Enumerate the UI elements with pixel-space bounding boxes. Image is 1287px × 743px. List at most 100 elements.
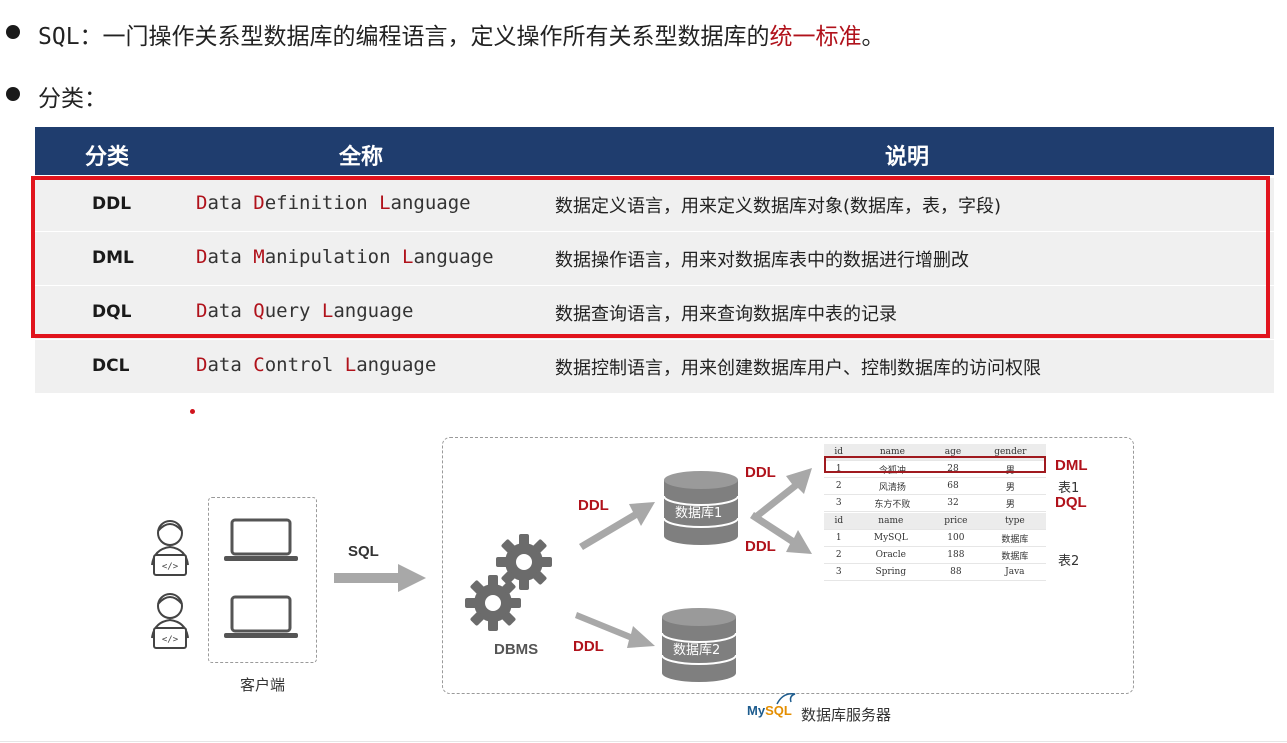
fullname-rest: anguage — [356, 354, 437, 376]
ddl-arrow-db1 — [579, 502, 655, 550]
laptop-icon — [224, 518, 298, 561]
fullname-initial: Q — [253, 300, 265, 322]
mini-table-cell: 3 — [824, 563, 854, 581]
fullname-initial: L — [379, 192, 391, 214]
table1-label: 表1 — [1058, 481, 1080, 496]
database1-label: 数据库1 — [675, 506, 723, 521]
mini-table-header: price — [928, 513, 984, 530]
fullname-rest: uery — [264, 300, 311, 322]
mini-table-cell: 3 — [824, 494, 854, 512]
mini-table-cell: 32 — [931, 494, 975, 512]
fullname-initial: D — [253, 192, 265, 214]
dbms-label: DBMS — [494, 641, 539, 658]
fullname-initial: M — [253, 246, 265, 268]
fullname-initial: L — [321, 300, 334, 322]
mini-table-cell: 68 — [931, 477, 975, 495]
fullname-rest: ata — [207, 354, 242, 376]
ddl-label: DDL — [573, 638, 604, 655]
gear-icon — [465, 575, 521, 631]
row-abbreviation: DCL — [92, 356, 130, 376]
client-box — [208, 497, 317, 663]
mini-table-cell: 2 — [824, 477, 854, 495]
mini-table-header: type — [983, 513, 1046, 530]
mini-table-cell: 100 — [928, 529, 984, 547]
server-label: 数据库服务器 — [801, 706, 892, 724]
fullname-initial: D — [196, 246, 208, 268]
sql-definition-line: SQL：一门操作关系型数据库的编程语言，定义操作所有关系型数据库的统一标准。 — [38, 17, 885, 51]
fullname-initial: D — [196, 192, 208, 214]
fullname-initial: D — [196, 354, 208, 376]
header-fullname: 全称 — [339, 145, 384, 170]
row-abbreviation: DML — [92, 248, 134, 268]
mini-table-cell: 东方不败 — [853, 494, 932, 512]
bullet-dot — [6, 25, 20, 39]
database-icon — [663, 471, 739, 545]
mini-table-cell: 数据库 — [983, 546, 1046, 564]
mini-table-cell: MySQL — [853, 529, 928, 547]
mini-table-header: id — [824, 513, 854, 530]
sql-highlight-text: 统一标准 — [769, 24, 862, 50]
fullname-rest: ata — [207, 246, 242, 268]
row-abbreviation: DDL — [92, 194, 132, 214]
mini-table-cell: 男 — [974, 477, 1046, 495]
gear-icon — [496, 534, 552, 590]
mini-table-header: name — [853, 513, 928, 530]
header-description: 说明 — [885, 145, 930, 170]
row-fullname: Data Manipulation Language — [196, 246, 494, 268]
category-label: 分类： — [38, 86, 107, 112]
sql-arrow-label: SQL — [348, 543, 379, 560]
mini-table-cell: 28 — [931, 460, 975, 478]
fullname-initial: D — [196, 300, 208, 322]
fullname-initial: L — [344, 354, 357, 376]
mini-table-cell: 2 — [824, 546, 854, 564]
dql-label: DQL — [1055, 494, 1087, 511]
fullname-rest: ontrol — [264, 354, 334, 376]
database-icon — [661, 608, 737, 682]
mini-table-cell: 令狐冲 — [853, 460, 932, 478]
row-fullname: Data Control Language — [196, 354, 436, 376]
svg-text:</>: </> — [162, 562, 179, 572]
fullname-rest: anguage — [333, 300, 414, 322]
mini-table-cell: Oracle — [853, 546, 928, 564]
ddl-arrow-db2 — [575, 612, 655, 648]
mini-table-cell: Spring — [853, 563, 928, 581]
mini-table-cell: 数据库 — [983, 529, 1046, 547]
fullname-rest: anipulation — [264, 246, 391, 268]
highlight-box — [31, 176, 1270, 338]
svg-text:</>: </> — [162, 635, 179, 645]
table1-highlight-box — [824, 456, 1046, 473]
mini-table-cell: 1 — [824, 460, 854, 478]
developer-icon: </> — [151, 520, 189, 576]
laptop-icon — [224, 595, 298, 638]
fullname-rest: ata — [207, 192, 242, 214]
row-fullname: Data Query Language — [196, 300, 413, 322]
sql-arrow — [334, 564, 426, 592]
row-fullname: Data Definition Language — [196, 192, 471, 214]
mini-table-cell: Java — [983, 563, 1046, 581]
fullname-rest: ata — [207, 300, 242, 322]
fullname-initial: L — [401, 246, 414, 268]
dolphin-icon — [776, 692, 796, 705]
bullet-dot — [6, 87, 20, 101]
sql-definition-end: 。 — [861, 24, 885, 50]
sql-term: SQL — [38, 24, 80, 50]
mini-table-cell: 男 — [974, 494, 1046, 512]
mini-table-cell: 男 — [974, 460, 1046, 478]
fullname-initial: C — [253, 354, 265, 376]
mini-table-cell: 风清扬 — [853, 477, 932, 495]
dml-label: DML — [1055, 457, 1088, 474]
row-description: 数据查询语言，用来查询数据库中表的记录 — [555, 304, 897, 325]
row-description: 数据操作语言，用来对数据库表中的数据进行增删改 — [555, 250, 969, 271]
database2-label: 数据库2 — [673, 643, 721, 658]
fullname-rest: efinition — [264, 192, 368, 214]
